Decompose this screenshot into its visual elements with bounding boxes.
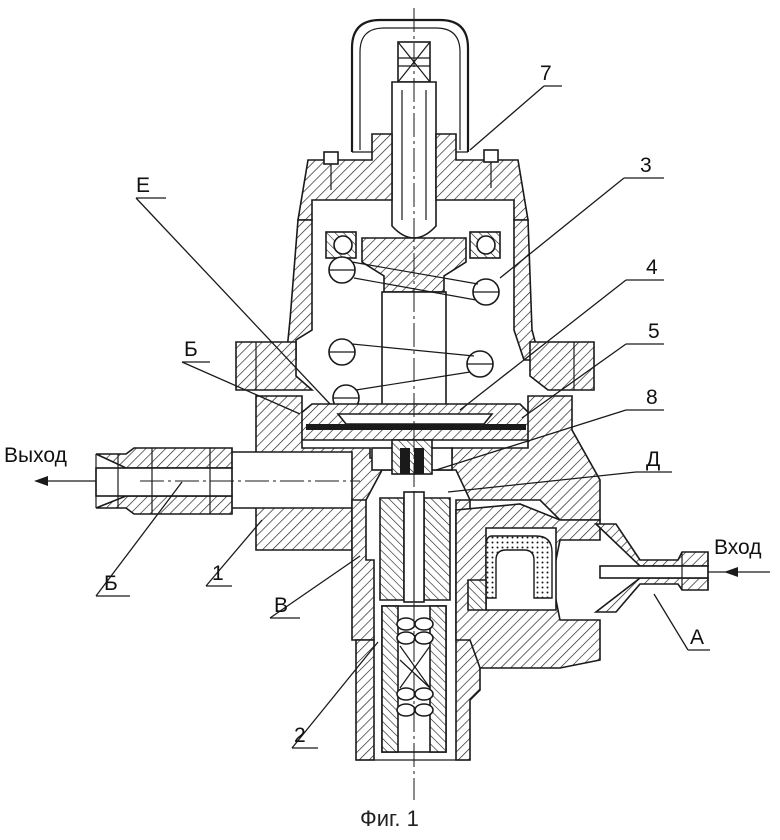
outlet-label: Выход [4, 444, 67, 467]
label-cavity-e: Е [136, 174, 150, 197]
inlet-label: Вход [714, 536, 762, 559]
inlet-fitting [593, 523, 709, 613]
inlet-body [455, 503, 601, 669]
lower-spring [396, 617, 434, 717]
inlet-arrow [708, 567, 770, 577]
diaphragm-assembly [299, 403, 531, 441]
figure-caption: Фиг. 1 [360, 806, 419, 831]
label-cavity-b-lower: Б [104, 572, 118, 595]
label-part-4: 4 [646, 256, 658, 279]
label-cavity-a: А [690, 626, 704, 649]
label-cavity-d: Д [646, 448, 660, 471]
outlet-arrow [34, 476, 96, 486]
main-spring [328, 256, 500, 412]
upper-housing [285, 133, 542, 361]
label-part-7: 7 [540, 62, 552, 85]
label-part-2: 2 [294, 724, 306, 747]
label-part-5: 5 [648, 320, 660, 343]
label-part-3: 3 [640, 154, 652, 177]
leader-lines [95, 85, 710, 749]
label-cavity-v: В [274, 594, 288, 617]
label-cavity-b-upper: Б [184, 338, 198, 361]
label-part-1: 1 [212, 562, 224, 585]
label-part-8: 8 [646, 386, 658, 409]
